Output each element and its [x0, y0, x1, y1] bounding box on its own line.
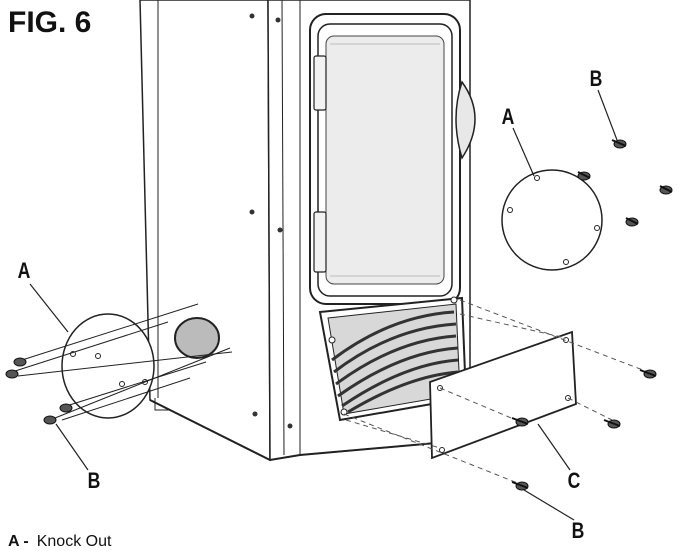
callout-b-bottom: B [571, 518, 585, 543]
cabinet-screw-holes [249, 13, 293, 429]
cabinet-side-panel [139, 0, 271, 462]
screw [5, 369, 19, 379]
door-handle [455, 80, 476, 160]
door-hinges [313, 55, 327, 273]
screw [59, 403, 73, 413]
callout-c-cover-plate: C [567, 468, 581, 493]
screw [611, 139, 627, 149]
figure-title: FIG. 6 [8, 6, 92, 39]
callout-b-top-right: B [589, 66, 603, 91]
screw [511, 481, 529, 491]
screw [639, 369, 657, 379]
alignment-pins-left [11, 303, 233, 421]
legend-key-a: A - [8, 533, 29, 550]
screw [43, 415, 57, 425]
door-panel [309, 13, 461, 305]
side-knockout-hole [174, 317, 220, 359]
knockout-plate-right [501, 169, 603, 271]
alignment-dashed-lines [343, 299, 649, 485]
screw [511, 417, 529, 427]
callout-a-left: A [17, 258, 31, 283]
leader-lines [29, 89, 618, 521]
legend-knock-out: A - Knock Out [8, 533, 111, 551]
legend-text-a: Knock Out [36, 533, 112, 550]
screws [5, 139, 673, 491]
callout-a-right: A [501, 104, 515, 129]
screw [603, 419, 621, 429]
callout-b-left: B [87, 468, 101, 493]
screw [577, 171, 591, 181]
screw [659, 185, 673, 195]
screw [13, 357, 27, 367]
screw [625, 217, 639, 227]
